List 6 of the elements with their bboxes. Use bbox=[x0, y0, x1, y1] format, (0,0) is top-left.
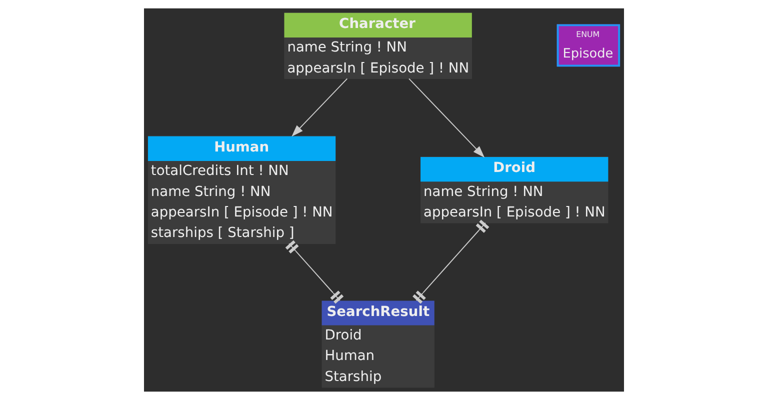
arrow bbox=[292, 78, 348, 137]
arrow bbox=[408, 78, 485, 158]
node-label: Starship bbox=[324, 368, 382, 385]
connector bbox=[285, 240, 344, 304]
node-label: Human bbox=[324, 348, 375, 364]
connector bbox=[412, 220, 490, 304]
